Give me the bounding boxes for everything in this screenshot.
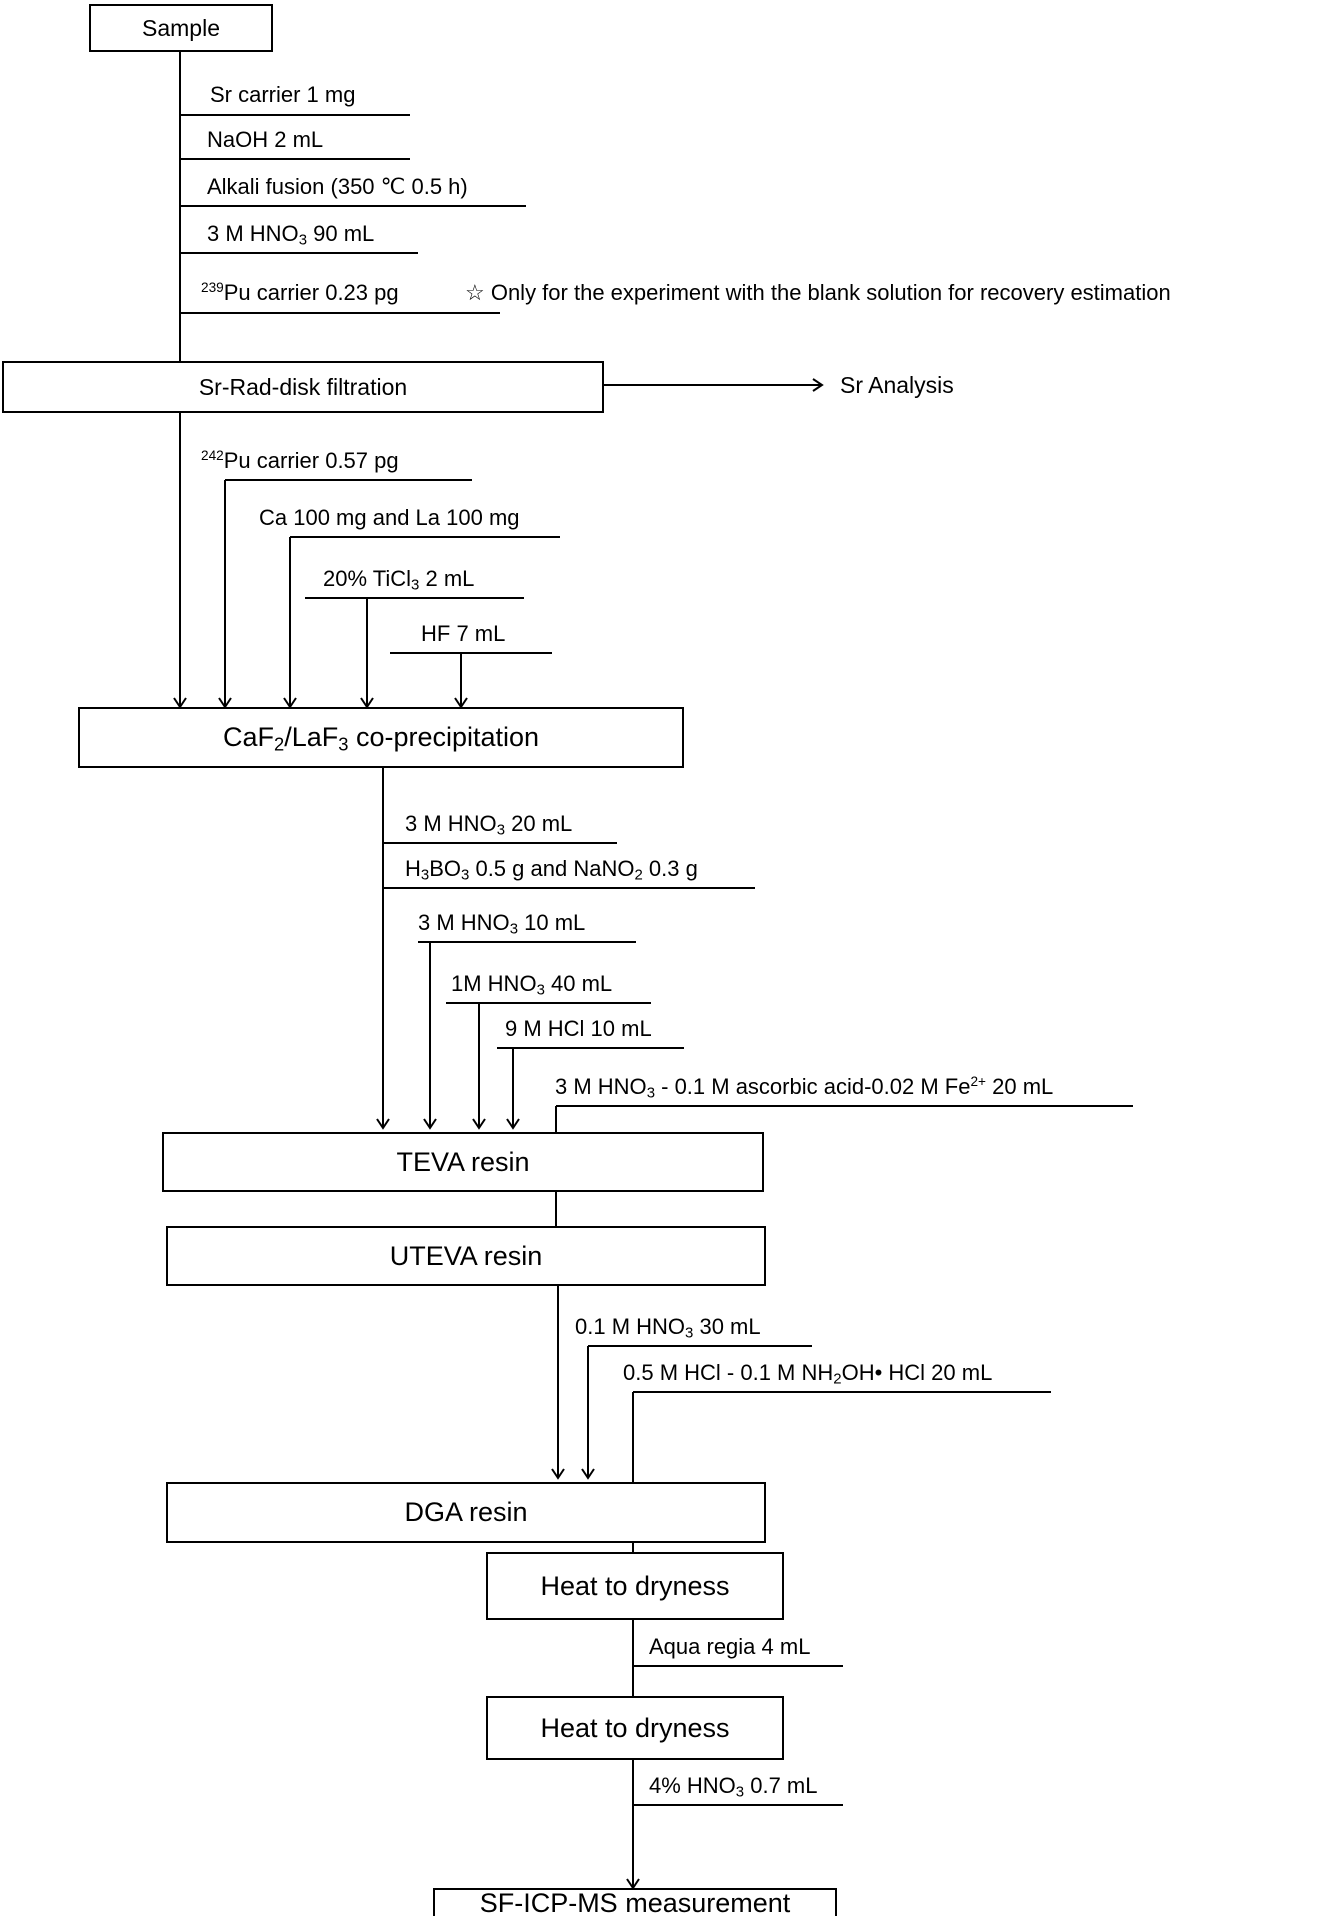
aqua-regia-label: Aqua regia 4 mL	[649, 1634, 811, 1659]
teva-resin-box: TEVA resin	[162, 1132, 764, 1192]
hno3-30-label: 0.1 M HNO3 30 mL	[575, 1314, 761, 1342]
sample-box: Sample	[89, 4, 273, 52]
uteva-resin-box: UTEVA resin	[166, 1226, 766, 1286]
pu242-carrier-label: 242Pu carrier 0.57 pg	[201, 447, 399, 473]
hno3-07-label: 4% HNO3 0.7 mL	[649, 1773, 818, 1801]
ticl3-label: 20% TiCl3 2 mL	[323, 566, 475, 594]
hno3-20-label: 3 M HNO3 20 mL	[405, 811, 573, 839]
sf-icp-ms-measurement-box: SF-ICP-MS measurement	[433, 1888, 837, 1918]
naoh-label: NaOH 2 mL	[207, 127, 324, 152]
pu239-carrier-label: 239Pu carrier 0.23 pg	[201, 279, 399, 305]
heat-to-dryness-box-2: Heat to dryness	[486, 1696, 784, 1760]
coprecipitation-label: CaF2/LaF3 co-precipitation	[222, 722, 540, 755]
hno3-10-label: 3 M HNO3 10 mL	[418, 910, 586, 938]
hno3-40-label: 1M HNO3 40 mL	[451, 971, 613, 999]
ca-la-label: Ca 100 mg and La 100 mg	[259, 505, 520, 530]
hcl-10-label: 9 M HCl 10 mL	[505, 1016, 652, 1041]
sr-rad-disk-filtration-box: Sr-Rad-disk filtration	[2, 361, 604, 413]
sr-analysis-label: Sr Analysis	[840, 372, 954, 398]
recovery-note-label: ☆ Only for the experiment with the blank…	[465, 280, 1171, 305]
h3bo3-nano2-label: H3BO3 0.5 g and NaNO2 0.3 g	[405, 856, 698, 884]
hno3-90-label: 3 M HNO3 90 mL	[207, 221, 375, 249]
alkali-fusion-label: Alkali fusion (350 ℃ 0.5 h)	[207, 174, 468, 199]
hf-label: HF 7 mL	[421, 621, 506, 646]
coprecipitation-box: CaF2/LaF3 co-precipitation	[78, 707, 684, 768]
ascorbic-acid-label: 3 M HNO3 - 0.1 M ascorbic acid-0.02 M Fe…	[555, 1073, 1054, 1102]
nh2oh-hcl-label: 0.5 M HCl - 0.1 M NH2OH• HCl 20 mL	[623, 1360, 993, 1388]
dga-resin-box: DGA resin	[166, 1482, 766, 1543]
sr-carrier-label: Sr carrier 1 mg	[210, 82, 356, 107]
heat-to-dryness-box-1: Heat to dryness	[486, 1552, 784, 1620]
